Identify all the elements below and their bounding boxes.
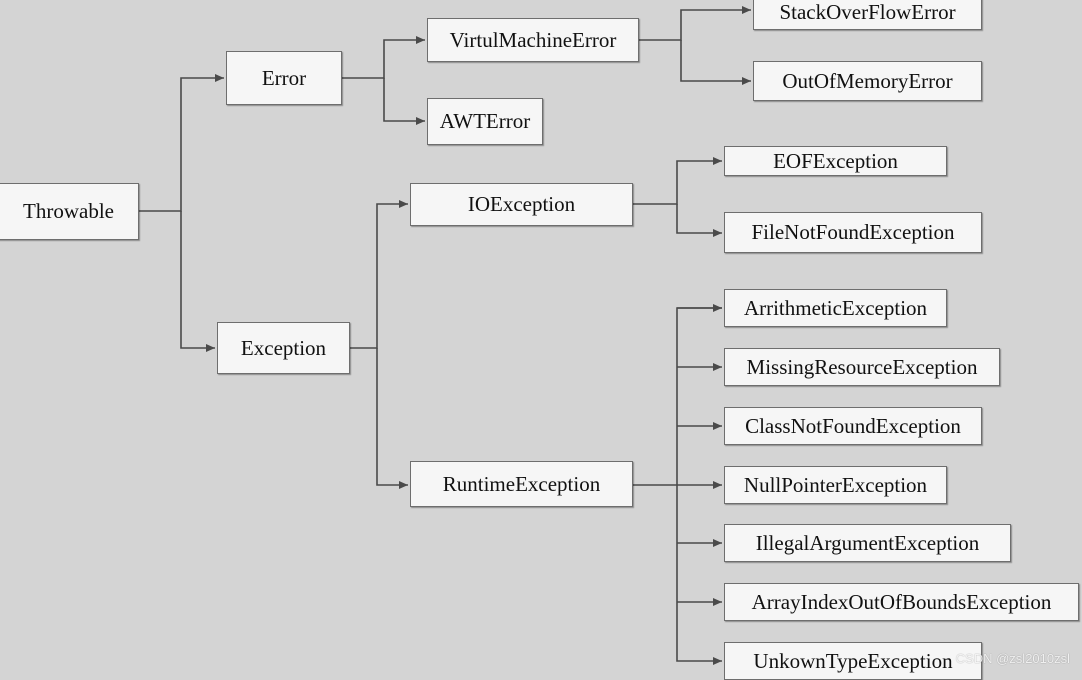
edge-exception-ioexception: [350, 200, 408, 349]
edge-io-eof: [633, 157, 722, 205]
node-out-of-memory-error: OutOfMemoryError: [753, 61, 982, 101]
node-file-not-found-exception: FileNotFoundException: [724, 212, 982, 253]
edge-exception-runtime: [376, 348, 408, 489]
node-exception: Exception: [217, 322, 350, 374]
node-array-index-out-of-bounds-exception: ArrayIndexOutOfBoundsException: [724, 583, 1079, 621]
edge-vmerror-stackoverflow: [639, 6, 751, 41]
node-throwable: Throwable: [0, 183, 139, 240]
edge-io-filenotfound: [676, 204, 722, 237]
node-virtul-machine-error: VirtulMachineError: [427, 18, 639, 62]
node-null-pointer-exception: NullPointerException: [724, 466, 947, 504]
node-error: Error: [226, 51, 342, 105]
edge-error-awterror: [383, 78, 425, 125]
watermark: CSDN @zsl2010zsl: [955, 651, 1070, 666]
node-awt-error: AWTError: [427, 98, 543, 145]
node-arithmetic-exception: ArrithmeticException: [724, 289, 947, 327]
node-stack-overflow-error: StackOverFlowError: [753, 0, 982, 30]
node-illegal-argument-exception: IllegalArgumentException: [724, 524, 1011, 562]
node-unknown-type-exception: UnkownTypeException: [724, 642, 982, 680]
node-io-exception: IOException: [410, 183, 633, 226]
node-missing-resource-exception: MissingResourceException: [724, 348, 1000, 386]
edge-error-vmerror: [342, 36, 425, 79]
edge-throwable-error: [139, 74, 224, 212]
edge-throwable-exception: [180, 211, 215, 352]
node-class-not-found-exception: ClassNotFoundException: [724, 407, 982, 445]
edge-vmerror-outofmemory: [680, 40, 751, 85]
node-eof-exception: EOFException: [724, 146, 947, 176]
node-runtime-exception: RuntimeException: [410, 461, 633, 507]
